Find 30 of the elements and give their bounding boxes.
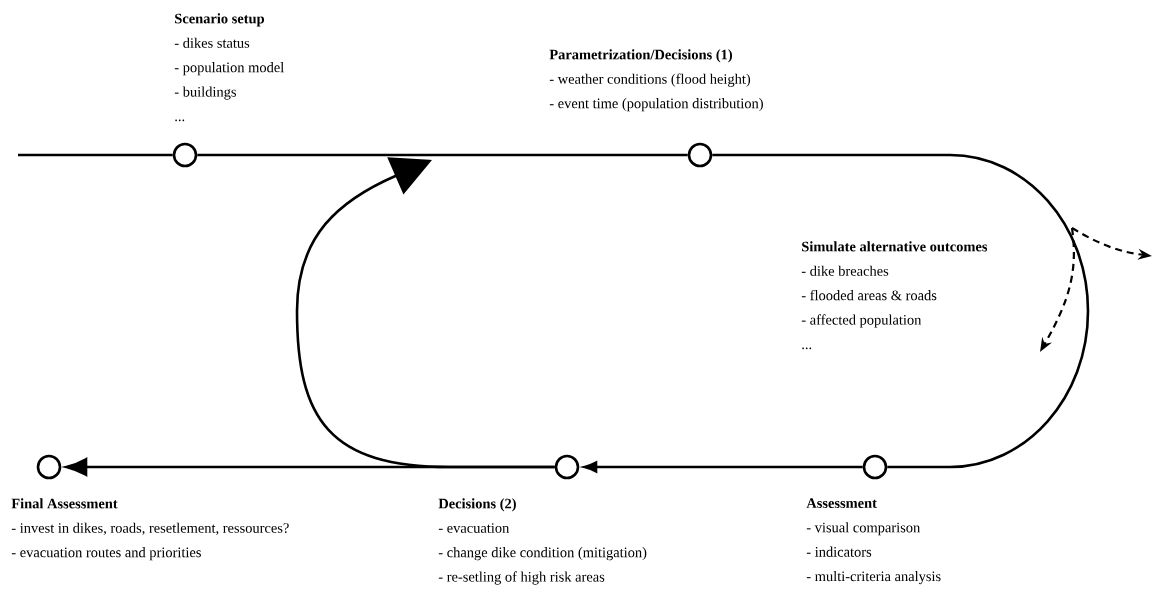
label: Simulate alternative outcomes xyxy=(802,241,988,252)
node-label: Assessment xyxy=(806,498,877,508)
station-circle xyxy=(36,454,62,480)
node-label: - change dike condition (mitigation) xyxy=(438,547,647,561)
station-circle xyxy=(687,142,713,168)
node-label: - population model xyxy=(174,62,284,76)
node-label: - visual comparison xyxy=(806,522,921,536)
node-label: - buildings xyxy=(174,86,236,100)
arrow xyxy=(295,157,555,469)
station-circle xyxy=(172,142,198,168)
step-description: Decisions (2) - evacuation - change dike condition (mitigation) - re-setling of high risk areas xyxy=(438,498,647,585)
step-description: Assessment - visual comparison - indicators - multi-criteria analysis xyxy=(806,498,941,585)
step-description: Parametrization/Decisions (1) - weather conditions (flood height) - event time (population distribution) xyxy=(549,49,763,112)
step-description: Final Assessment - invest in dikes, roads, resetlement, ressources? - evacuation routes and priorities xyxy=(11,498,289,561)
step-description: Scenario setup - dikes status - population model - buildings ... xyxy=(174,13,284,122)
node-label: Decisions (2) xyxy=(438,498,516,512)
node-label: - indicators xyxy=(806,546,872,557)
node-label: - multi-criteria analysis xyxy=(806,571,941,585)
label: - affected population xyxy=(801,314,922,328)
step-description: Simulate alternative outcomes - dike breaches - flooded areas & roads - affected population ... xyxy=(801,241,988,350)
station-circle xyxy=(862,454,888,480)
node-label: Scenario setup xyxy=(175,13,265,27)
node-label: - re-setling of high risk areas xyxy=(438,571,605,585)
label: - dike breaches xyxy=(801,265,889,276)
station-circle xyxy=(554,454,580,480)
label: ... xyxy=(802,347,812,350)
node-label: ... xyxy=(175,119,185,122)
node-label: - evacuation xyxy=(438,523,510,533)
label: - flooded areas & roads xyxy=(801,289,937,301)
node-label: - dikes status xyxy=(174,37,250,48)
